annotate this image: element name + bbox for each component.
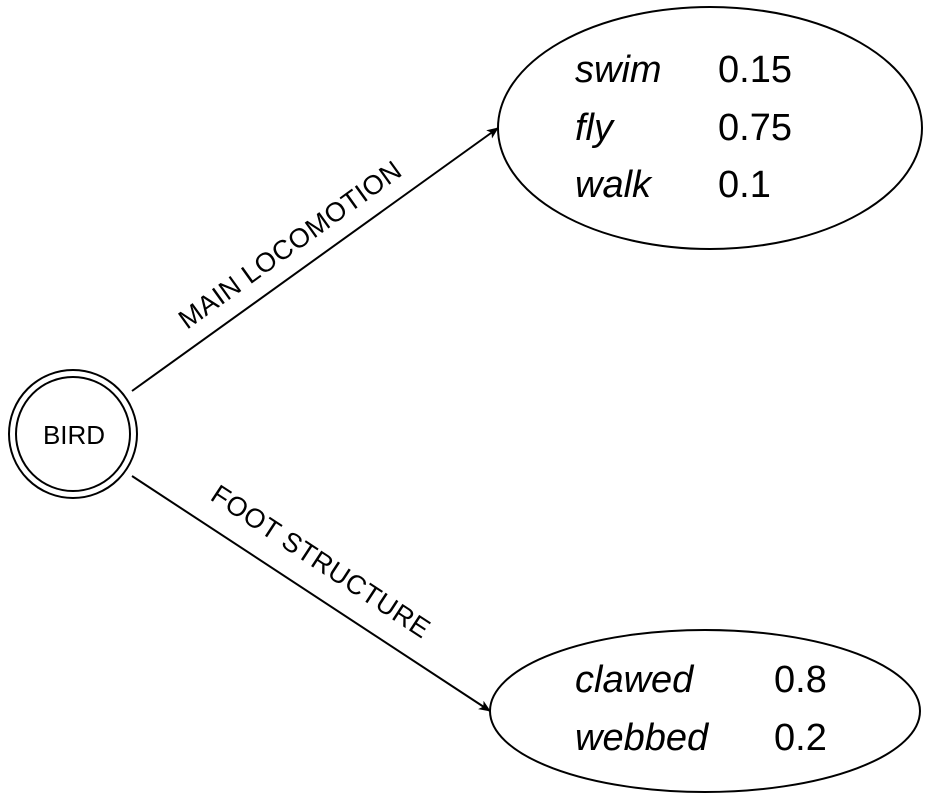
edge-foot-structure-label: FOOT STRUCTURE bbox=[206, 479, 436, 644]
edge-main-locomotion-arrow bbox=[131, 127, 499, 392]
value-prob-clawed: 0.8 bbox=[774, 659, 827, 701]
edge-main-locomotion: MAIN LOCOMOTION bbox=[131, 127, 499, 392]
value-name-fly: fly bbox=[575, 107, 615, 149]
edge-main-locomotion-label: MAIN LOCOMOTION bbox=[173, 155, 407, 335]
value-prob-webbed: 0.2 bbox=[774, 717, 827, 759]
root-node-outer-ring bbox=[8, 369, 138, 499]
value-prob-fly: 0.75 bbox=[718, 107, 792, 149]
edge-foot-structure: FOOT STRUCTURE bbox=[131, 475, 491, 712]
value-name-swim: swim bbox=[575, 49, 662, 91]
value-prob-swim: 0.15 bbox=[718, 49, 792, 91]
foot-structure-outcome-ellipse bbox=[489, 629, 921, 793]
root-node-inner-ring bbox=[15, 376, 131, 492]
value-prob-walk: 0.1 bbox=[718, 164, 771, 206]
locomotion-outcome-node[interactable]: swim 0.15 fly 0.75 walk 0.1 bbox=[497, 6, 923, 250]
root-node-label: BIRD bbox=[43, 420, 105, 450]
value-name-walk: walk bbox=[575, 164, 653, 206]
foot-structure-outcome-node[interactable]: clawed 0.8 webbed 0.2 bbox=[489, 629, 921, 793]
edge-foot-structure-arrow bbox=[131, 475, 491, 712]
locomotion-outcome-ellipse bbox=[497, 6, 923, 250]
value-name-webbed: webbed bbox=[575, 717, 710, 759]
value-name-clawed: clawed bbox=[575, 659, 695, 701]
root-node[interactable]: BIRD bbox=[8, 369, 138, 499]
